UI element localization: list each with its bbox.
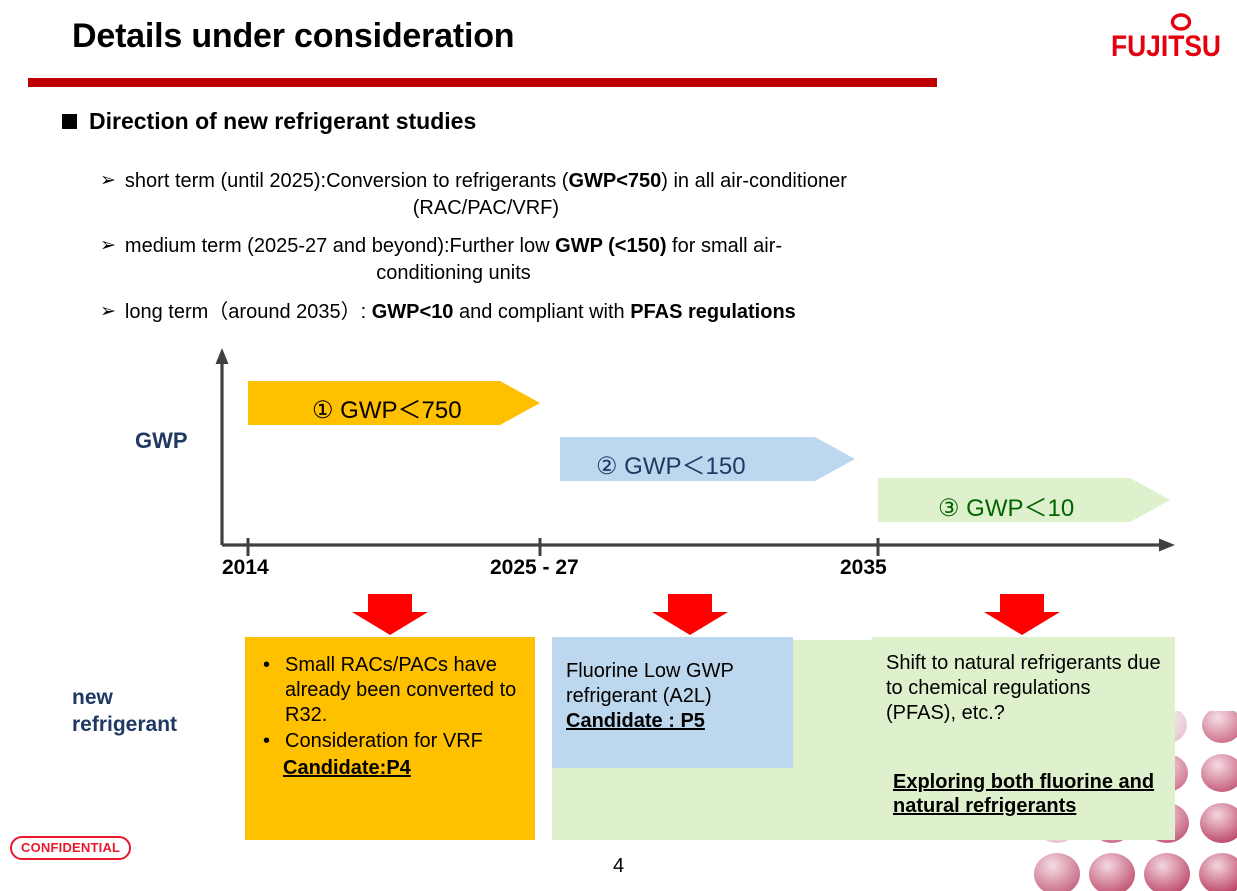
section-heading-label: Direction of new refrigerant studies (89, 108, 477, 134)
svg-text:FUJITSU: FUJITSU (1111, 30, 1221, 63)
red-down-arrow-1 (352, 594, 428, 635)
bullet-medium-term: ➢ medium term (2025-27 and beyond):Furth… (100, 233, 1100, 286)
bullet-text-pre: medium term (2025-27 and beyond):Further… (124, 235, 556, 257)
bullet-short-term-text: short term (until 2025):Conversion to re… (125, 168, 847, 221)
blue-candidate-label: Candidate : P5 (566, 709, 705, 732)
new-refrigerant-line1: new (72, 686, 113, 709)
list-item: Consideration for VRF (263, 729, 521, 754)
blue-box-text: Fluorine Low GWP refrigerant (A2L) (566, 660, 734, 707)
green-note-line2: and natural refrigerants (893, 771, 1155, 818)
square-bullet-icon (62, 114, 77, 129)
x-axis (222, 538, 1175, 556)
bullet-medium-term-text: medium term (2025-27 and beyond):Further… (125, 233, 782, 286)
green-box-text: Shift to natural refrigerants due to che… (886, 652, 1161, 724)
page-title: Details under consideration (72, 17, 515, 55)
red-down-arrow-3 (984, 594, 1060, 635)
green-note-line1: Exploring both fluorine (893, 771, 1113, 793)
orange-candidate-label: Candidate:P4 (283, 757, 411, 780)
bullet-text-bold2: PFAS regulations (630, 301, 796, 323)
bullet-text-bold: GWP<10 (371, 301, 454, 323)
x-tick-label-2014: 2014 (222, 556, 269, 579)
x-tick-label-2025: 2025 - 27 (490, 556, 579, 579)
blue-info-box: Fluorine Low GWP refrigerant (A2L) Candi… (552, 637, 793, 768)
green-box-note: Exploring both fluorine and natural refr… (893, 770, 1173, 819)
red-down-arrow-2 (652, 594, 728, 635)
bullet-text-post: ) in all air-conditioner (661, 170, 847, 192)
bullet-long-term-text: long term（around 2035）: GWP<10 and compl… (125, 299, 796, 326)
new-refrigerant-line2: refrigerant (72, 713, 178, 737)
arrow-bullet-icon: ➢ (100, 235, 116, 256)
green-info-box: Shift to natural refrigerants due to che… (872, 637, 1175, 792)
chart-y-axis-label: GWP (135, 428, 188, 453)
page-number: 4 (612, 855, 625, 877)
orange-info-box: Small RACs/PACs have already been conver… (245, 637, 535, 840)
new-refrigerant-label: new refrigerant (72, 684, 242, 739)
title-divider (28, 78, 937, 87)
arrow-bullet-icon: ➢ (100, 301, 116, 322)
bullet-text-bold: GWP (<150) (555, 235, 667, 257)
band-label-3: ③ GWP＜10 (938, 495, 1075, 522)
list-item: Small RACs/PACs have already been conver… (263, 653, 521, 727)
confidential-badge: CONFIDENTIAL (10, 836, 132, 860)
bullet-text-line2: (RAC/PAC/VRF) (412, 196, 560, 219)
bullet-text-post: and compliant with (453, 301, 631, 323)
bullet-text-bold: GWP<750 (568, 170, 662, 192)
bullet-text-post: for small air- (666, 235, 783, 257)
bullet-short-term: ➢ short term (until 2025):Conversion to … (100, 168, 1160, 221)
orange-box-list: Small RACs/PACs have already been conver… (259, 653, 521, 754)
section-heading: Direction of new refrigerant studies (62, 108, 476, 135)
bullet-text-line2: conditioning units (376, 261, 531, 284)
x-tick-label-2035: 2035 (840, 556, 887, 579)
bullet-text-pre: long term（around 2035）: (124, 301, 372, 323)
arrow-bullet-icon: ➢ (100, 170, 116, 191)
bullet-long-term: ➢ long term（around 2035）: GWP<10 and com… (100, 299, 1100, 326)
bullet-text-pre: short term (until 2025):Conversion to re… (124, 170, 569, 192)
y-axis (215, 348, 229, 545)
fujitsu-logo: FUJITSU (1111, 13, 1221, 63)
band-label-1: ① GWP＜750 (312, 397, 462, 424)
band-label-2: ② GWP＜150 (596, 453, 746, 480)
